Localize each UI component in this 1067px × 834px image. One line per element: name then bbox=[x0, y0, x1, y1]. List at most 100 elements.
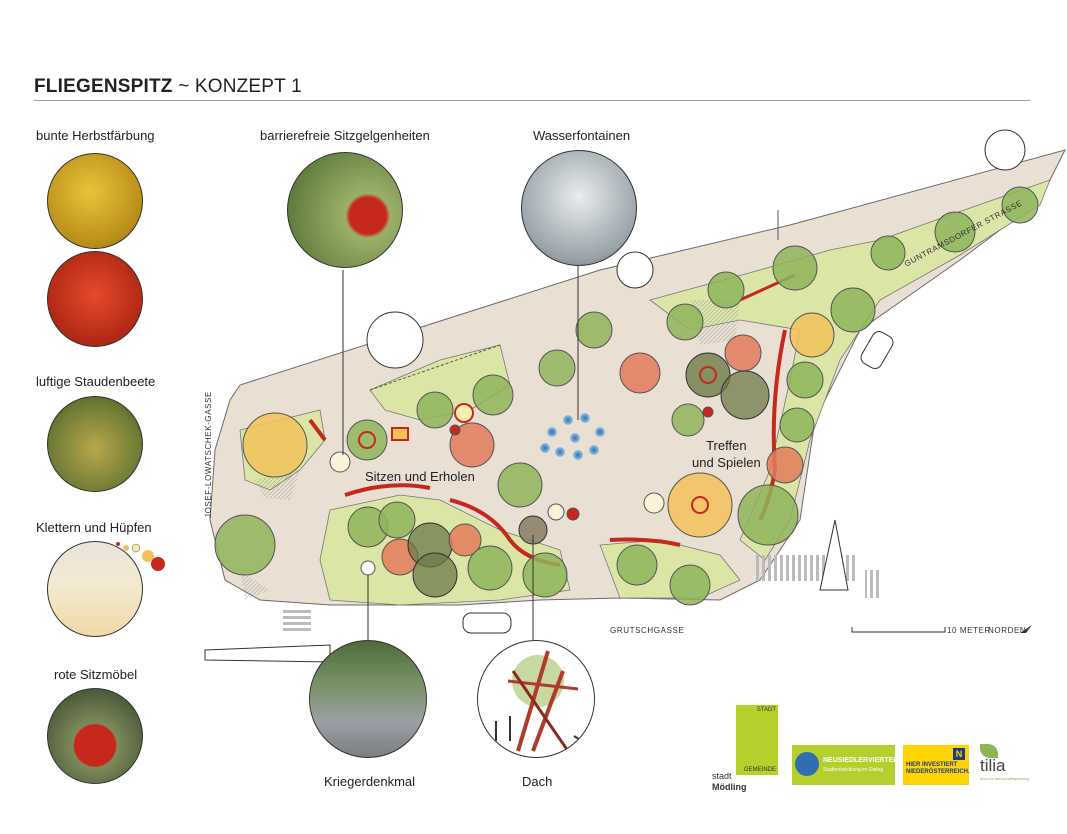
red-bench bbox=[308, 418, 327, 442]
photo-autumn-yellow bbox=[47, 153, 143, 249]
tree-dark bbox=[685, 352, 731, 398]
tree-dark bbox=[412, 552, 458, 598]
tree-green bbox=[346, 419, 388, 461]
tree-red bbox=[448, 523, 482, 557]
tilia-wordmark: tilia bbox=[980, 756, 1006, 775]
stadt-logo-line2: Mödling bbox=[712, 782, 747, 792]
stadt-logo-block: STADT GEMEINDE bbox=[736, 705, 778, 775]
stadt-logo-gemeinde: GEMEINDE bbox=[743, 767, 776, 773]
tree-green bbox=[779, 407, 815, 443]
label-sitzen: Sitzen und Erholen bbox=[365, 469, 475, 484]
sketch-roof bbox=[477, 640, 595, 758]
label-treffen-line1: Treffen bbox=[706, 438, 747, 453]
neusiedler-circle-icon bbox=[795, 752, 819, 776]
tree-green bbox=[497, 462, 543, 508]
tree-green bbox=[786, 361, 824, 399]
tree-outline bbox=[616, 251, 654, 289]
tree-green bbox=[416, 391, 454, 429]
red-bench bbox=[344, 483, 431, 497]
photo-war-memorial bbox=[309, 640, 427, 758]
caption-herbst: bunte Herbstfärbung bbox=[36, 128, 155, 143]
street-grutsch: GRUTSCHGASSE bbox=[610, 626, 685, 635]
traffic-island bbox=[819, 519, 849, 591]
street-josef: JOSEF-LOWATSCHEK-GASSE bbox=[204, 391, 213, 518]
tree-green bbox=[538, 349, 576, 387]
page-title: FLIEGENSPITZ ~ KONZEPT 1 bbox=[34, 76, 302, 98]
scale-label: 10 METER bbox=[947, 626, 991, 635]
caption-sitzmoebel: rote Sitzmöbel bbox=[54, 667, 138, 682]
page-title-bold: FLIEGENSPITZ bbox=[34, 76, 173, 97]
logo-neusiedlerviertel: NEUSIEDLERVIERTEL Stadtentwicklung im Di… bbox=[792, 745, 898, 785]
noe-line2: NIEDERÖSTERREICH. bbox=[906, 769, 970, 775]
hatched-area bbox=[690, 300, 740, 345]
tree-green bbox=[214, 514, 276, 576]
fountain-jets bbox=[540, 413, 605, 460]
title-divider bbox=[34, 100, 1030, 101]
caption-stauden: luftige Staudenbeete bbox=[36, 374, 156, 389]
tree-green bbox=[830, 287, 876, 333]
tilia-leaf-icon bbox=[980, 744, 998, 758]
label-treffen: Treffen und Spielen bbox=[692, 437, 761, 471]
caption-sitz: barrierefreie Sitzgelgenheiten bbox=[260, 128, 430, 143]
statue-marker bbox=[360, 560, 376, 576]
stadt-logo-top: STADT bbox=[756, 707, 776, 713]
scale-bar bbox=[851, 627, 946, 633]
crosswalk bbox=[283, 607, 311, 631]
tree-green bbox=[671, 403, 705, 437]
tree-green bbox=[934, 211, 976, 253]
north-label: NORDEN bbox=[988, 626, 1027, 635]
tree-red bbox=[619, 352, 661, 394]
car-icon bbox=[860, 330, 894, 370]
logo-noe: N HIER INVESTIERT NIEDERÖSTERREICH. bbox=[903, 745, 970, 785]
table-icon bbox=[329, 451, 351, 473]
crosswalk bbox=[865, 570, 881, 598]
red-bench bbox=[609, 537, 681, 547]
tree-green bbox=[616, 544, 658, 586]
play-dot bbox=[449, 424, 461, 436]
photo-seniors-bench bbox=[287, 152, 403, 268]
neusiedler-sub: Stadtentwicklung im Dialog bbox=[823, 767, 884, 773]
noe-line1: HIER INVESTIERT bbox=[906, 762, 958, 768]
tree-orange bbox=[667, 472, 733, 538]
tree-red bbox=[449, 422, 495, 468]
tree-orange bbox=[789, 312, 835, 358]
tree-green bbox=[870, 235, 906, 271]
tree-yellow bbox=[242, 412, 308, 478]
tree-green bbox=[1001, 186, 1039, 224]
caption-wasser: Wasserfontainen bbox=[533, 128, 631, 143]
roof-sketch-svg bbox=[495, 650, 583, 752]
car-icon bbox=[462, 612, 512, 634]
seat-ring bbox=[358, 431, 376, 449]
tree-red bbox=[724, 334, 762, 372]
noe-badge: N bbox=[953, 748, 965, 760]
tilia-sub: büro für landschaftsplanung bbox=[980, 776, 1030, 781]
fence-line bbox=[369, 344, 501, 391]
seat-ring bbox=[691, 496, 709, 514]
tree-green bbox=[737, 484, 799, 546]
neusiedler-title: NEUSIEDLERVIERTEL bbox=[823, 757, 898, 764]
tree-green bbox=[575, 311, 613, 349]
tree-green bbox=[378, 501, 416, 539]
tree-outline bbox=[366, 311, 424, 369]
tree-green bbox=[669, 564, 711, 606]
logo-stadt-moedling: STADT GEMEINDE stadt Mödling bbox=[708, 705, 780, 793]
tree-green bbox=[772, 245, 818, 291]
page-title-rest: ~ KONZEPT 1 bbox=[178, 76, 302, 97]
tree-outline bbox=[984, 129, 1026, 171]
photo-play-area bbox=[47, 541, 143, 637]
play-dot bbox=[566, 507, 580, 521]
photo-red-seating bbox=[47, 688, 143, 784]
stadt-logo-line1: stadt bbox=[712, 771, 732, 781]
table-icon bbox=[643, 492, 665, 514]
trees bbox=[214, 186, 1039, 606]
hatched-area bbox=[255, 470, 300, 500]
table-icon bbox=[547, 503, 565, 521]
tree-green bbox=[467, 545, 513, 591]
tree-green bbox=[707, 271, 745, 309]
caption-denkmal: Kriegerdenkmal bbox=[324, 774, 416, 789]
photo-fountain bbox=[521, 150, 637, 266]
tree-green bbox=[522, 552, 568, 598]
play-dot bbox=[702, 406, 714, 418]
tree-green bbox=[666, 303, 704, 341]
